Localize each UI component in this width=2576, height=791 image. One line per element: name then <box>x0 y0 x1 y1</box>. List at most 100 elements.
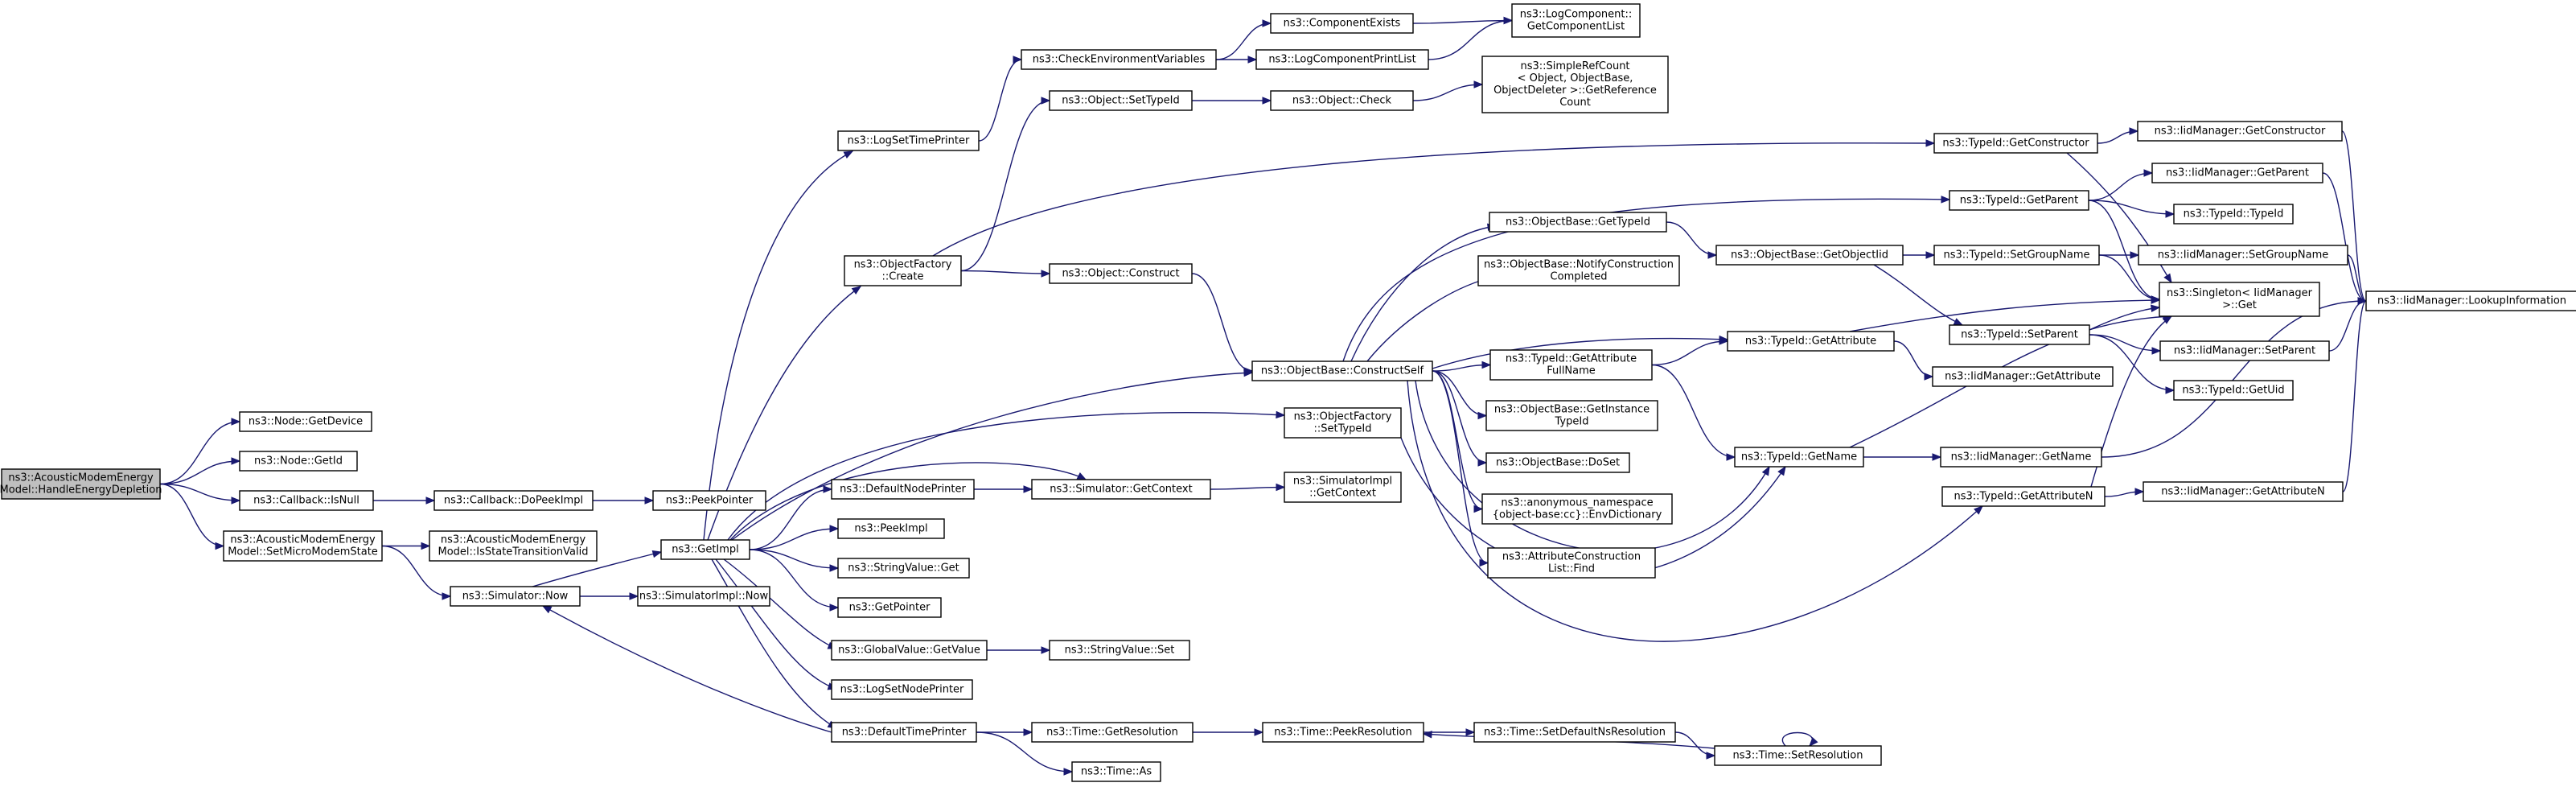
node-isstatevalid[interactable]: ns3::AcousticModemEnergyModel::IsStateTr… <box>429 530 598 562</box>
node-box <box>1485 400 1658 431</box>
node-tidgetname[interactable]: ns3::TypeId::GetName <box>1734 447 1864 468</box>
node-objcheck[interactable]: ns3::Object::Check <box>1270 90 1414 111</box>
node-simplerefcount[interactable]: ns3::SimpleRefCount< Object, ObjectBase,… <box>1481 56 1669 113</box>
edge-arrowhead <box>1974 505 1983 515</box>
node-box <box>2138 245 2348 266</box>
node-label-line: ns3::TypeId::TypeId <box>2184 208 2284 220</box>
node-checkenv[interactable]: ns3::CheckEnvironmentVariables <box>1021 49 1217 70</box>
node-defaulttimeprinter[interactable]: ns3::DefaultTimePrinter <box>831 722 977 743</box>
edge-line <box>2088 200 2160 300</box>
node-getimpl[interactable]: ns3::GetImpl <box>660 539 750 560</box>
node-objconstruct[interactable]: ns3::Object::Construct <box>1049 263 1193 284</box>
node-timeas[interactable]: ns3::Time::As <box>1071 761 1161 782</box>
node-logsettimeprinter[interactable]: ns3::LogSetTimePrinter <box>837 130 980 151</box>
node-stringvalueget[interactable]: ns3::StringValue::Get <box>837 558 970 579</box>
node-defaultnodeprinter[interactable]: ns3::DefaultNodePrinter <box>831 479 975 500</box>
node-logcompprintlist[interactable]: ns3::LogComponentPrintList <box>1255 49 1429 70</box>
node-iidsetparent[interactable]: ns3::IidManager::SetParent <box>2159 340 2330 361</box>
node-box <box>1284 472 1402 503</box>
node-box <box>1485 452 1630 473</box>
node-label-line: ns3::TypeId::GetAttribute <box>1506 353 1637 365</box>
node-iidgetparent[interactable]: ns3::IidManager::GetParent <box>2151 163 2323 183</box>
node-peekimpl[interactable]: ns3::PeekImpl <box>837 518 945 539</box>
node-label-line: < Object, ObjectBase, <box>1518 72 1633 84</box>
edge-line <box>1651 340 1728 366</box>
node-nodegetid[interactable]: ns3::Node::GetId <box>239 451 358 472</box>
node-obconstructself[interactable]: ns3::ObjectBase::ConstructSelf <box>1251 360 1433 381</box>
node-timepeekres[interactable]: ns3::Time::PeekResolution <box>1262 722 1424 743</box>
node-objsettypeid[interactable]: ns3::Object::SetTypeId <box>1049 90 1193 111</box>
node-iidsetgroupname[interactable]: ns3::IidManager::SetGroupName <box>2138 245 2348 266</box>
edge-line <box>749 528 839 550</box>
node-label-line: ns3::Object::SetTypeId <box>1062 95 1179 107</box>
node-timesetres[interactable]: ns3::Time::SetResolution <box>1714 745 1882 766</box>
node-peekpointer[interactable]: ns3::PeekPointer <box>652 490 766 511</box>
node-setmicro[interactable]: ns3::AcousticModemEnergyModel::SetMicroM… <box>223 530 383 562</box>
edge-ofcreate-to-tidgetconstructor <box>932 139 1936 257</box>
node-obgettypeid[interactable]: ns3::ObjectBase::GetTypeId <box>1489 212 1667 233</box>
edge-root-to-isnull <box>159 483 241 505</box>
edge-arrowhead <box>629 592 639 600</box>
node-iidgetattrn[interactable]: ns3::IidManager::GetAttributeN <box>2143 481 2344 502</box>
node-obgetobjectiid[interactable]: ns3::ObjectBase::GetObjectIid <box>1715 245 1904 266</box>
node-anonenv[interactable]: ns3::anonymous_namespace{object-base:cc}… <box>1481 493 1673 525</box>
node-getpointer[interactable]: ns3::GetPointer <box>837 597 942 618</box>
node-tidsetparent[interactable]: ns3::TypeId::SetParent <box>1949 324 2090 345</box>
edge-line <box>1407 380 1983 642</box>
node-logsetnodeprinter[interactable]: ns3::LogSetNodePrinter <box>831 679 973 700</box>
edge-line <box>1350 225 1497 362</box>
node-obdoset[interactable]: ns3::ObjectBase::DoSet <box>1485 452 1630 473</box>
node-simgetcontext[interactable]: ns3::Simulator::GetContext <box>1031 479 1211 500</box>
node-logcompgetlist[interactable]: ns3::LogComponent::GetComponentList <box>1511 3 1641 38</box>
edge-arrowhead <box>1023 485 1033 493</box>
node-ofsettypeid[interactable]: ns3::ObjectFactory::SetTypeId <box>1284 407 1402 439</box>
edge-objcheck-to-simplerefcount <box>1412 80 1484 101</box>
node-tidgetattr[interactable]: ns3::TypeId::GetAttribute <box>1727 331 1895 352</box>
node-dopeekimpl[interactable]: ns3::Callback::DoPeekImpl <box>433 490 594 511</box>
edge-line <box>2089 334 2175 391</box>
edge-arrowhead <box>541 605 553 614</box>
node-ofcreate[interactable]: ns3::ObjectFactory::Create <box>844 255 962 286</box>
edge-arrowhead <box>1041 646 1051 654</box>
node-iidgetname[interactable]: ns3::IidManager::GetName <box>1940 447 2102 468</box>
node-getdevice[interactable]: ns3::Node::GetDevice <box>239 411 372 432</box>
edge-getimpl-to-logsetnodeprinter <box>715 558 838 690</box>
edge-arrowhead <box>1941 196 1951 204</box>
edge-line <box>542 605 832 733</box>
node-label-line: ns3::SimulatorImpl <box>1293 476 1392 488</box>
edge-arrowhead <box>2130 251 2140 259</box>
node-tidgetattrn[interactable]: ns3::TypeId::GetAttributeN <box>1941 486 2106 507</box>
edge-line <box>2089 334 2161 352</box>
edge-arrowhead <box>2165 210 2175 218</box>
node-tidgetparent[interactable]: ns3::TypeId::GetParent <box>1949 190 2089 211</box>
node-gvgetvalue[interactable]: ns3::GlobalValue::GetValue <box>831 640 988 661</box>
node-obnotify[interactable]: ns3::ObjectBase::NotifyConstructionCompl… <box>1477 255 1680 286</box>
node-iidgetconstructor[interactable]: ns3::IidManager::GetConstructor <box>2137 121 2343 142</box>
node-simimplnow[interactable]: ns3::SimulatorImpl::Now <box>637 586 770 607</box>
edge-obconstructself-to-anonenv <box>1432 370 1484 513</box>
node-box <box>652 490 766 511</box>
edge-iidgetname-to-iidlookup <box>2101 297 2368 458</box>
edge-obconstructself-to-obgetinstance <box>1432 370 1488 420</box>
node-iidlookup[interactable]: ns3::IidManager::LookupInformation <box>2365 290 2576 311</box>
node-tidtypeid[interactable]: ns3::TypeId::TypeId <box>2173 204 2294 225</box>
node-timegetres[interactable]: ns3::Time::GetResolution <box>1031 722 1194 743</box>
node-label-line: {object-base:cc}::EnvDictionary <box>1493 509 1662 521</box>
node-label-line: ::GetContext <box>1309 488 1376 500</box>
node-stringvalueset[interactable]: ns3::StringValue::Set <box>1049 640 1190 661</box>
node-compexists[interactable]: ns3::ComponentExists <box>1270 13 1414 34</box>
node-tidgetuid[interactable]: ns3::TypeId::GetUid <box>2173 380 2294 401</box>
node-tidgetconstructor[interactable]: ns3::TypeId::GetConstructor <box>1933 133 2098 154</box>
node-tidsetgroupname[interactable]: ns3::TypeId::SetGroupName <box>1933 245 2100 266</box>
node-simnow[interactable]: ns3::Simulator::Now <box>450 586 581 607</box>
node-singletonget[interactable]: ns3::Singleton< IidManager>::Get <box>2159 282 2320 317</box>
node-box <box>1031 479 1211 500</box>
node-simimplgetcontext[interactable]: ns3::SimulatorImpl::GetContext <box>1284 472 1402 503</box>
node-isnull[interactable]: ns3::Callback::IsNull <box>239 490 374 511</box>
node-timesetdefault[interactable]: ns3::Time::SetDefaultNsResolution <box>1473 722 1676 743</box>
edge-arrowhead <box>651 550 663 558</box>
node-iidgetattr[interactable]: ns3::IidManager::GetAttribute <box>1932 366 2114 387</box>
